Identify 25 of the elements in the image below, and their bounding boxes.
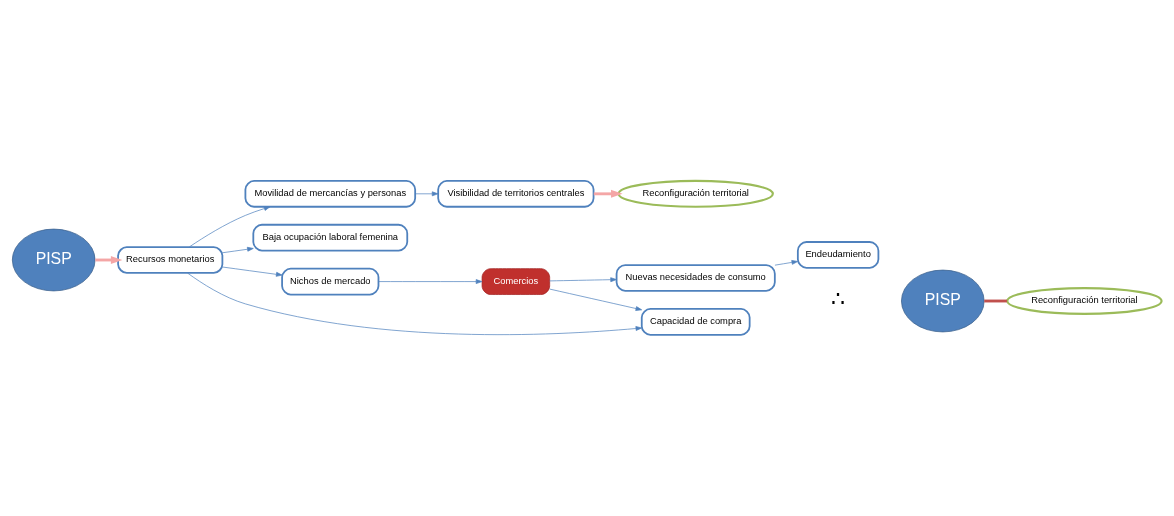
arrow [774,260,799,266]
node-box: Baja ocupación laboral femenina [252,223,409,252]
node-ellipse: Reconfiguración territorial [1006,287,1163,316]
connector [984,299,1007,303]
arrow [549,288,643,311]
arrow [414,191,439,197]
node-ellipse: Reconfiguración territorial [617,179,774,208]
node-box: Recursos monetarios [117,246,224,274]
arrow [222,266,283,277]
node-box: Nuevas necesidades de consumo [615,264,776,292]
node-box: Comercios [481,268,551,295]
node-box: Movilidad de mercancías y personas [244,180,417,208]
arrow [189,206,271,248]
node-ellipse: PISP [901,269,985,333]
arrow [222,246,254,254]
node-ellipse: PISP [12,228,96,292]
node-box: Endeudamiento [796,241,880,269]
node-box: Nichos de mercado [281,267,380,296]
arrow [187,272,643,335]
arrow [549,277,617,283]
label: ∴ [831,286,846,312]
arrow [593,189,623,198]
arrow [378,279,483,284]
node-box: Visibilidad de territorios centrales [437,180,595,208]
node-box: Capacidad de compra [640,308,751,336]
